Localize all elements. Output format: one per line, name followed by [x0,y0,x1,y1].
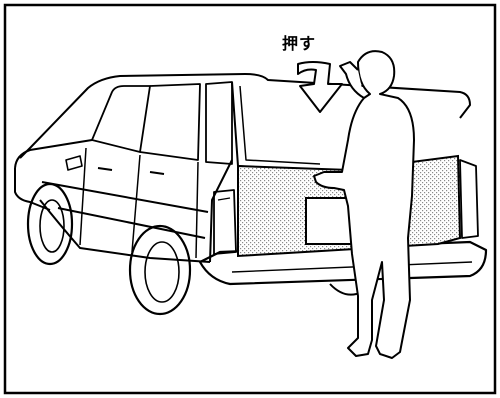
push-label: 押す [282,30,316,54]
